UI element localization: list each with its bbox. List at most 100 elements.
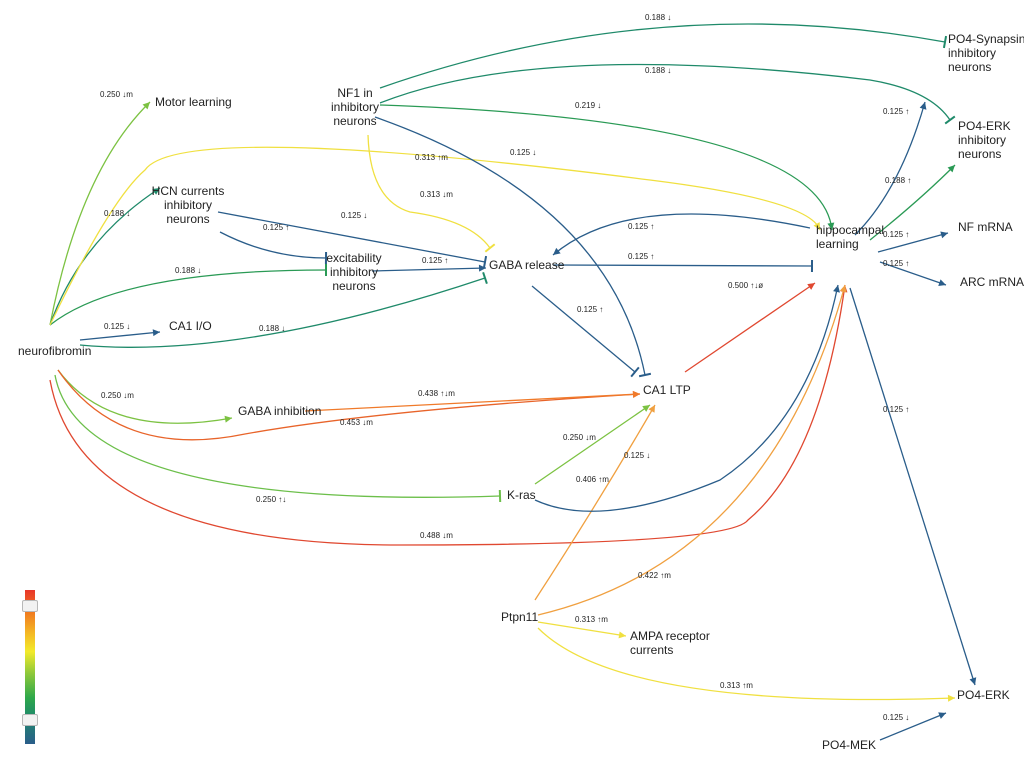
node-line: PO4-ERK xyxy=(958,119,1011,133)
edge-e9 xyxy=(49,284,846,546)
edge-e5 xyxy=(79,277,486,348)
edge-e12 xyxy=(219,231,327,259)
edge-e1 xyxy=(49,101,151,326)
node-line: PO4-MEK xyxy=(822,738,876,752)
edge-label-e35: 0.125 ↓ xyxy=(883,713,909,722)
node-line: Motor learning xyxy=(155,95,232,109)
scale-handle-bottom[interactable] xyxy=(22,714,38,726)
node-line: CA1 I/O xyxy=(169,319,212,333)
node-kras[interactable]: K-ras xyxy=(507,488,536,502)
node-nf-mrna[interactable]: NF mRNA xyxy=(958,220,1013,234)
edge-e2 xyxy=(49,187,161,326)
inhibit-bar-e18 xyxy=(484,243,496,253)
edge-label-e2: 0.188 ↓ xyxy=(104,209,130,218)
node-po4-mek[interactable]: PO4-MEK xyxy=(822,738,876,752)
inhibit-bar-e19 xyxy=(638,372,652,378)
edge-label-e10: 0.313 ↑m xyxy=(415,153,448,162)
edge-e8 xyxy=(54,374,501,498)
edge-e34 xyxy=(849,287,976,686)
edge-e21 xyxy=(552,264,813,267)
edge-label-e25: 0.406 ↑m xyxy=(576,475,609,484)
edge-e30 xyxy=(854,101,926,236)
edge-label-e33: 0.125 ↑ xyxy=(883,259,909,268)
arrowhead-e20 xyxy=(553,247,561,255)
arrowhead-e28 xyxy=(618,631,626,639)
arrowhead-e4 xyxy=(152,329,160,337)
edge-label-e19: 0.125 ↓ xyxy=(510,148,536,157)
edge-e4 xyxy=(79,331,161,341)
node-line: GABA release xyxy=(489,258,565,272)
color-scale-bar xyxy=(22,590,38,744)
edge-e22 xyxy=(531,285,636,373)
node-line: Ptpn11 xyxy=(501,610,538,624)
edge-e29 xyxy=(537,627,956,701)
node-motor-learning[interactable]: Motor learning xyxy=(155,95,232,109)
node-line: CA1 LTP xyxy=(643,383,691,397)
node-line: learning xyxy=(816,237,859,251)
edge-e28 xyxy=(537,621,627,637)
edge-label-e30: 0.125 ↑ xyxy=(883,107,909,116)
edge-label-e3: 0.188 ↓ xyxy=(175,266,201,275)
arrowhead-e27 xyxy=(839,285,847,293)
arrowhead-e26 xyxy=(833,285,840,293)
arrowhead-e13 xyxy=(478,264,486,272)
node-line: inhibitory xyxy=(331,100,379,114)
edge-e23 xyxy=(684,282,816,373)
node-neurofibromin[interactable]: neurofibromin xyxy=(18,344,91,358)
edge-label-e32: 0.125 ↑ xyxy=(883,230,909,239)
node-po4-erk[interactable]: PO4-ERK xyxy=(957,688,1010,702)
edge-label-e4: 0.125 ↓ xyxy=(104,322,130,331)
node-line: NF1 in xyxy=(337,86,372,100)
arrowhead-e24 xyxy=(642,405,650,412)
node-line: GABA inhibition xyxy=(238,404,321,418)
edge-e18 xyxy=(367,134,491,249)
edge-label-e15: 0.188 ↓ xyxy=(645,13,671,22)
arrowhead-e17 xyxy=(827,222,835,230)
arrowhead-e35 xyxy=(938,712,946,719)
node-ca1-io[interactable]: CA1 I/O xyxy=(169,319,212,333)
edge-label-e14: 0.438 ↑↓m xyxy=(418,389,455,398)
node-line: K-ras xyxy=(507,488,536,502)
edge-e31 xyxy=(869,164,956,241)
node-line: neurons xyxy=(166,212,209,226)
node-line: PO4-ERK xyxy=(957,688,1010,702)
edge-e33 xyxy=(879,261,947,286)
arrowhead-e33 xyxy=(938,279,946,287)
arrowhead-e25 xyxy=(648,405,655,413)
node-gaba-inhibition[interactable]: GABA inhibition xyxy=(238,404,321,418)
node-ptpn11[interactable]: Ptpn11 xyxy=(501,610,538,624)
node-line: inhibitory xyxy=(958,133,1006,147)
edge-e19 xyxy=(374,116,646,376)
edge-e17 xyxy=(379,104,833,231)
node-line: neurons xyxy=(333,114,376,128)
node-line: inhibitory xyxy=(330,265,378,279)
edge-label-e6: 0.250 ↓m xyxy=(101,391,134,400)
edge-label-e26: 0.125 ↓ xyxy=(624,451,650,460)
edge-label-e29: 0.313 ↑m xyxy=(720,681,753,690)
inhibit-bar-e22 xyxy=(630,366,640,378)
node-line: neurons xyxy=(332,279,375,293)
arrowhead-e1 xyxy=(142,102,150,110)
node-gaba-release[interactable]: GABA release xyxy=(489,258,565,272)
inhibit-bar-e15 xyxy=(942,35,948,49)
edge-label-e31: 0.188 ↑ xyxy=(885,176,911,185)
edge-e11 xyxy=(217,211,486,263)
edge-label-e5: 0.188 ↓ xyxy=(259,324,285,333)
node-line: HCN currents xyxy=(152,184,225,198)
edge-label-e11: 0.125 ↓ xyxy=(341,211,367,220)
edge-label-e18: 0.313 ↓m xyxy=(420,190,453,199)
node-arc-mrna[interactable]: ARC mRNA xyxy=(960,275,1024,289)
edge-label-e22: 0.125 ↑ xyxy=(577,305,603,314)
scale-handle-top[interactable] xyxy=(22,600,38,612)
arrowhead-e14 xyxy=(632,390,640,398)
node-line: PO4-Synapsin I xyxy=(948,32,1024,46)
node-ca1-ltp[interactable]: CA1 LTP xyxy=(643,383,691,397)
inhibit-bar-e11 xyxy=(482,255,488,269)
